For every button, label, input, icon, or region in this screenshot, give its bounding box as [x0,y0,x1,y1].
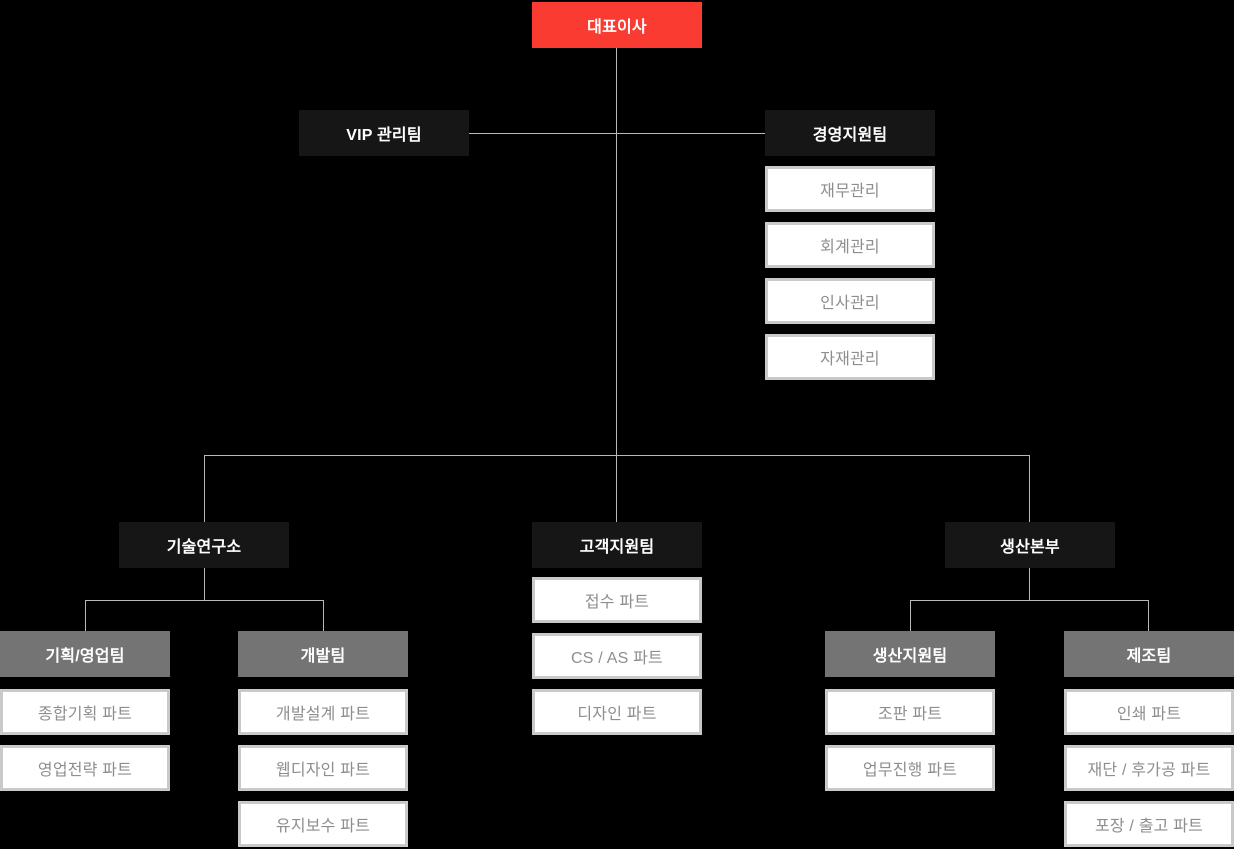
node-reception-part: 접수 파트 [532,577,702,623]
node-production-support-team: 생산지원팀 [825,631,995,677]
connector-production-down [1029,568,1030,600]
node-sales-strategy-part: 영업전략 파트 [0,745,170,791]
connector-ceo-vertical [616,48,617,455]
connector-production-rail [910,600,1149,601]
node-ceo: 대표이사 [532,2,702,48]
connector-rnd-down [204,568,205,600]
connector-drop-planning [85,600,86,631]
node-typesetting-part: 조판 파트 [825,689,995,735]
connector-drop-dev [323,600,324,631]
node-rnd-institute: 기술연구소 [119,522,289,568]
node-design-part: 디자인 파트 [532,689,702,735]
node-packing-shipping-part: 포장 / 출고 파트 [1064,801,1234,847]
node-customer-support: 고객지원팀 [532,522,702,568]
node-accounting-mgmt: 회계관리 [765,222,935,268]
node-planning-sales-team: 기획/영업팀 [0,631,170,677]
node-hr-mgmt: 인사관리 [765,278,935,324]
connector-main-rail [204,455,1030,456]
connector-rnd-rail [85,600,323,601]
node-management-team: 경영지원팀 [765,110,935,156]
node-materials-mgmt: 자재관리 [765,334,935,380]
node-manufacturing-team: 제조팀 [1064,631,1234,677]
node-dev-design-part: 개발설계 파트 [238,689,408,735]
connector-drop-customer [616,455,617,522]
node-printing-part: 인쇄 파트 [1064,689,1234,735]
node-finance-mgmt: 재무관리 [765,166,935,212]
connector-drop-rnd [204,455,205,522]
connector-drop-manufacturing [1148,600,1149,631]
connector-staff-horizontal [469,133,765,134]
node-cs-as-part: CS / AS 파트 [532,633,702,679]
node-web-design-part: 웹디자인 파트 [238,745,408,791]
node-general-planning-part: 종합기획 파트 [0,689,170,735]
connector-drop-production [1029,455,1030,522]
node-maintenance-part: 유지보수 파트 [238,801,408,847]
node-production-hq: 생산본부 [945,522,1115,568]
node-work-progress-part: 업무진행 파트 [825,745,995,791]
node-vip-team: VIP 관리팀 [299,110,469,156]
connector-drop-support [910,600,911,631]
node-cutting-finishing-part: 재단 / 후가공 파트 [1064,745,1234,791]
node-dev-team: 개발팀 [238,631,408,677]
